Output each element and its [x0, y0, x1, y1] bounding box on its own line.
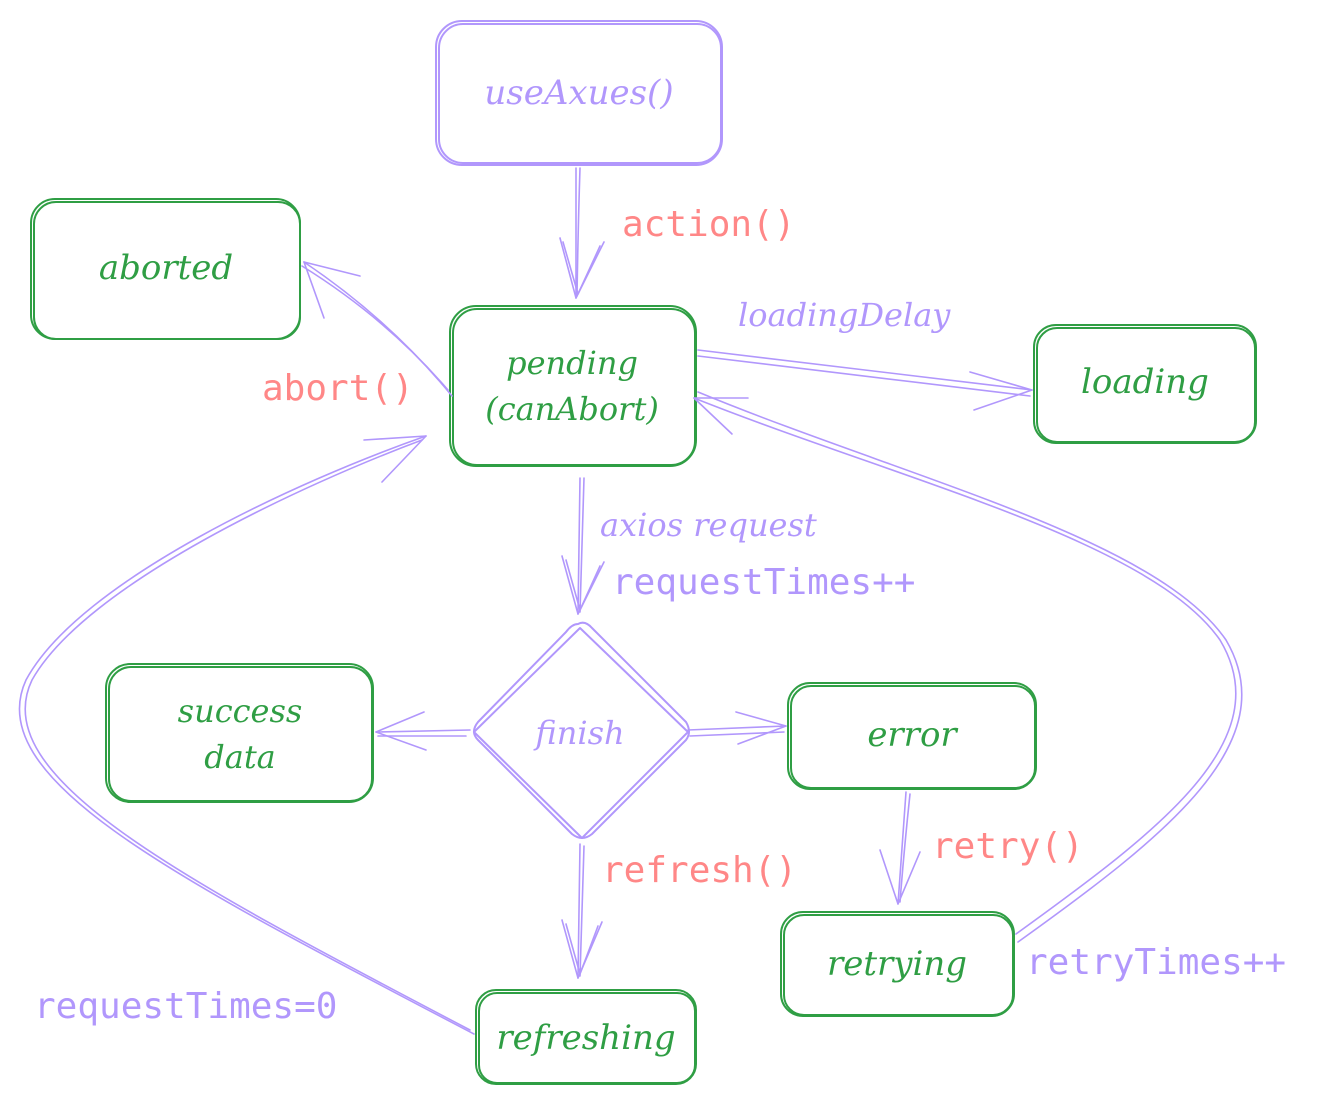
edge-label-action: action() — [622, 204, 795, 245]
edge-retrying-to-pending — [693, 391, 1243, 943]
node-retrying-label: retrying — [827, 944, 967, 984]
node-aborted-label: aborted — [99, 248, 233, 288]
edge-label-axios-request: axios request — [600, 506, 817, 544]
edge-label-abort: abort() — [262, 368, 414, 409]
edge-label-request-times-inc: requestTimes++ — [612, 562, 915, 603]
edge-label-retry: retry() — [932, 826, 1084, 867]
edge-finish-to-refreshing — [561, 843, 603, 979]
edge-label-retry-times-inc: retryTimes++ — [1026, 942, 1286, 983]
edge-pending-to-loading — [697, 349, 1033, 411]
node-refreshing-label: refreshing — [496, 1018, 675, 1058]
edge-useaxues-to-pending — [559, 167, 605, 299]
edge-pending-to-aborted — [301, 261, 453, 397]
edge-label-loading-delay: loadingDelay — [738, 296, 951, 334]
edge-refreshing-to-pending — [18, 435, 475, 1035]
node-success-label-line1: success — [178, 692, 303, 730]
edge-finish-to-success — [375, 711, 471, 751]
edge-finish-to-error — [687, 711, 787, 745]
edge-label-request-times-reset: requestTimes=0 — [34, 986, 337, 1027]
node-use-axues-label: useAxues() — [484, 73, 673, 113]
node-retrying[interactable]: retrying — [780, 911, 1015, 1017]
node-finish-label: finish — [533, 714, 624, 752]
edge-pending-to-finish — [561, 477, 605, 615]
node-pending-label-line1: pending — [506, 344, 638, 382]
node-pending-label-line2: (canAbort) — [485, 390, 659, 428]
node-aborted[interactable]: aborted — [30, 198, 301, 340]
node-use-axues[interactable]: useAxues() — [435, 20, 723, 166]
node-success[interactable]: success data — [105, 663, 374, 803]
node-pending[interactable]: pending (canAbort) — [449, 305, 697, 467]
node-finish[interactable]: finish — [473, 621, 690, 839]
node-refreshing[interactable]: refreshing — [475, 989, 697, 1085]
node-loading[interactable]: loading — [1033, 324, 1257, 444]
node-error-label: error — [867, 715, 958, 755]
node-error[interactable]: error — [787, 682, 1037, 790]
edge-label-refresh: refresh() — [602, 850, 797, 891]
edge-error-to-retrying — [879, 791, 921, 905]
node-loading-label: loading — [1081, 362, 1209, 402]
node-success-label-line2: data — [204, 738, 276, 776]
